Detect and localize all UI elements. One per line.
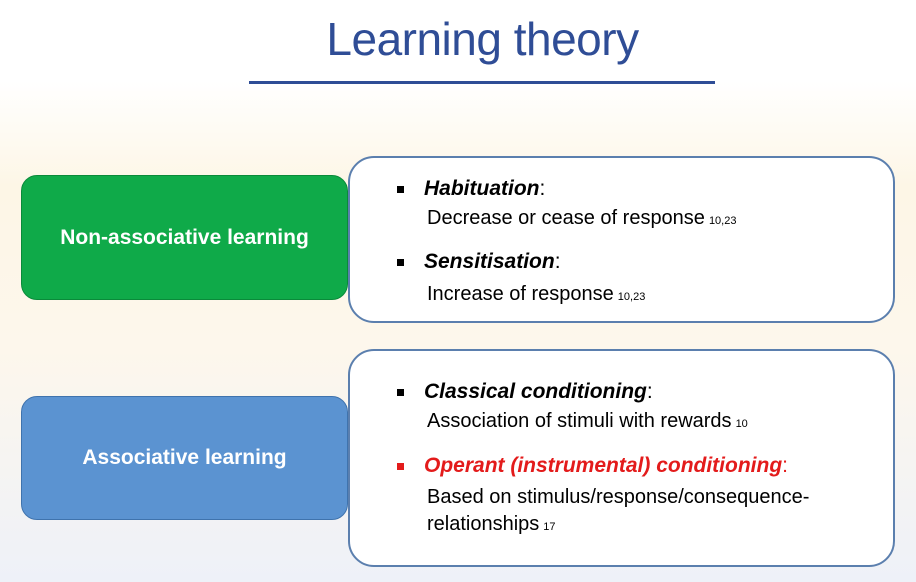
term-label: Habituation: xyxy=(424,177,546,200)
term-label: Operant (instrumental) conditioning: xyxy=(424,454,789,477)
term-description: Based on stimulus/response/consequence- xyxy=(427,486,810,508)
associative-details-panel: Classical conditioning: Association of s… xyxy=(348,349,895,567)
reference-number: 10,23 xyxy=(708,215,737,227)
reference-number: 10 xyxy=(735,418,748,430)
term-label: Sensitisation: xyxy=(424,250,561,273)
bullet-icon xyxy=(397,463,404,470)
non-associative-details-panel: Habituation: Decrease or cease of respon… xyxy=(348,156,895,323)
category-label: Associative learning xyxy=(82,446,287,469)
slide-title: Learning theory xyxy=(326,13,639,65)
reference-number: 17 xyxy=(543,521,556,533)
reference-number: 10,23 xyxy=(617,291,646,303)
bullet-icon xyxy=(397,389,404,396)
bullet-icon xyxy=(397,186,404,193)
non-associative-learning-box: Non-associative learning xyxy=(21,175,348,300)
bullet-icon xyxy=(397,259,404,266)
title-underline xyxy=(249,81,715,84)
associative-learning-box: Associative learning xyxy=(21,396,348,520)
term-label: Classical conditioning: xyxy=(424,380,653,403)
category-label: Non-associative learning xyxy=(60,225,309,249)
